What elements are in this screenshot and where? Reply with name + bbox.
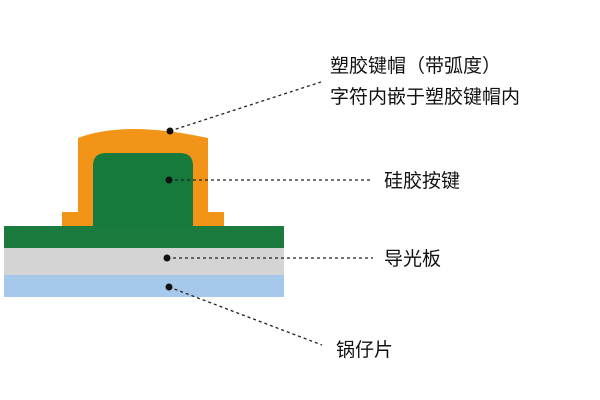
metal-dome-layer [4, 275, 284, 297]
light-guide-leader-dot [163, 254, 171, 262]
silicone-key-label: 硅胶按键 [384, 170, 460, 192]
silicone-key-leader-dot [165, 176, 173, 184]
light-guide-label: 导光板 [384, 248, 441, 270]
keycap-leader-dot [166, 127, 174, 135]
light-guide-layer [4, 248, 284, 275]
silicone-base-layer [4, 226, 284, 248]
metal-dome-leader-dot [165, 283, 173, 291]
keycap-label-line2: 字符内嵌于塑胶键帽内 [330, 86, 520, 108]
keycap-leader-line [169, 81, 322, 132]
silicone-key [93, 153, 193, 226]
metal-dome-label: 锅仔片 [336, 339, 393, 361]
keycap-label-line1: 塑胶键帽（带弧度） [330, 55, 501, 77]
